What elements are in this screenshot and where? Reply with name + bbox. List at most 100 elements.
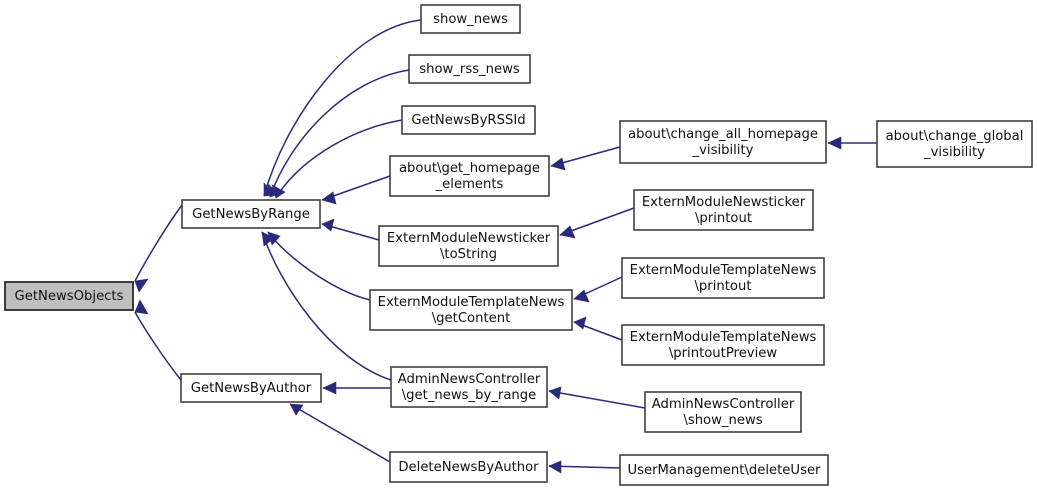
node-getnewsbyauthor[interactable]: GetNewsByAuthor xyxy=(180,373,322,403)
node-label: \getContent xyxy=(432,311,511,326)
node-externmoduletemplatenews-printoutpreview[interactable]: ExternModuleTemplateNews\printoutPreview xyxy=(621,324,825,366)
node-externmodulenewsticker-tostring[interactable]: ExternModuleNewsticker\toString xyxy=(378,225,559,267)
node-label: _visibility xyxy=(923,145,985,160)
node-label: \toString xyxy=(440,247,497,262)
edges-layer xyxy=(134,19,877,474)
node-label: \printoutPreview xyxy=(669,346,778,361)
node-label: GetNewsByRange xyxy=(192,207,310,222)
node-label: show_rss_news xyxy=(419,62,520,77)
edge-n5-to-n1 xyxy=(271,119,403,199)
node-box[interactable] xyxy=(633,189,814,231)
node-label: show_news xyxy=(433,12,508,27)
node-label: UserManagement\deleteUser xyxy=(628,463,822,478)
arrowhead-icon xyxy=(573,316,587,330)
node-about-change-global-visibility[interactable]: about\change_global_visibility xyxy=(876,120,1033,168)
edge-n8-to-n1 xyxy=(267,231,371,301)
node-label: \printout xyxy=(695,211,752,226)
node-box[interactable] xyxy=(876,120,1033,168)
arrowhead-icon xyxy=(548,386,562,400)
node-externmoduletemplatenews-printout[interactable]: ExternModuleTemplateNews\printout xyxy=(621,257,825,299)
node-show-news[interactable]: show_news xyxy=(420,4,521,34)
node-adminnewscontroller-show-news[interactable]: AdminNewsController\show_news xyxy=(644,391,802,433)
node-label: about\change_all_homepage xyxy=(628,127,818,142)
node-show-rss-news[interactable]: show_rss_news xyxy=(408,54,531,84)
node-box[interactable] xyxy=(390,366,548,408)
node-label: about\change_global xyxy=(886,129,1024,144)
node-box[interactable] xyxy=(408,54,531,84)
edge-n10-to-n2 xyxy=(289,403,391,463)
edge-line xyxy=(263,19,422,197)
edge-n11-to-n6 xyxy=(550,146,621,171)
edge-line xyxy=(275,119,403,199)
node-label: \get_news_by_range xyxy=(402,388,537,403)
arrowhead-icon xyxy=(134,278,149,293)
node-getnewsobjects[interactable]: GetNewsObjects xyxy=(4,281,134,311)
node-label: ExternModuleTemplateNews xyxy=(630,263,817,278)
node-label: AdminNewsController xyxy=(398,372,541,387)
node-label: GetNewsObjects xyxy=(15,289,124,304)
node-externmoduletemplatenews-getcontent[interactable]: ExternModuleTemplateNews\getContent xyxy=(369,289,573,331)
edge-n12-to-n7 xyxy=(559,207,635,239)
edge-n15-to-n9 xyxy=(548,386,646,409)
edge-line xyxy=(134,311,182,381)
node-label: _visibility xyxy=(692,143,754,158)
arrowhead-icon xyxy=(573,289,590,303)
node-getnewsbyrssid[interactable]: GetNewsByRSSId xyxy=(401,105,536,135)
edge-n7-to-n1 xyxy=(321,218,380,241)
node-label: \printout xyxy=(694,279,751,294)
edge-n13-to-n8 xyxy=(573,276,623,303)
edge-line xyxy=(548,390,646,409)
node-usermanagement-deleteuser[interactable]: UserManagement\deleteUser xyxy=(619,454,829,486)
edge-n9-to-n1 xyxy=(261,231,392,381)
edge-line xyxy=(267,231,371,301)
edge-n16-to-n10 xyxy=(548,460,621,474)
edge-n17-to-n11 xyxy=(827,136,877,150)
node-label: _elements xyxy=(435,177,504,192)
edge-line xyxy=(289,403,391,463)
arrowhead-icon xyxy=(827,136,842,150)
node-label: GetNewsByAuthor xyxy=(191,381,312,396)
node-box[interactable] xyxy=(401,105,536,135)
node-label: GetNewsByRSSId xyxy=(411,113,525,128)
node-box[interactable] xyxy=(621,324,825,366)
node-box[interactable] xyxy=(420,4,521,34)
edge-line xyxy=(134,204,183,282)
node-label: ExternModuleTemplateNews xyxy=(378,295,565,310)
edge-line xyxy=(269,69,410,198)
node-deletenewsbyauthor[interactable]: DeleteNewsByAuthor xyxy=(389,451,548,483)
edge-n1-to-n0 xyxy=(134,204,183,293)
node-box[interactable] xyxy=(389,451,548,483)
node-externmodulenewsticker-printout[interactable]: ExternModuleNewsticker\printout xyxy=(633,189,814,231)
arrowhead-icon xyxy=(261,231,275,247)
node-label: DeleteNewsByAuthor xyxy=(398,460,539,475)
node-box[interactable] xyxy=(619,120,827,164)
edge-n14-to-n8 xyxy=(573,316,623,341)
edge-line xyxy=(559,207,635,236)
node-label: ExternModuleNewsticker xyxy=(642,195,806,210)
nodes-layer: GetNewsObjects GetNewsByRangeGetNewsByAut… xyxy=(4,4,1033,486)
node-box[interactable] xyxy=(181,199,321,229)
node-box[interactable] xyxy=(644,391,802,433)
node-box[interactable] xyxy=(619,454,829,486)
node-getnewsbyrange[interactable]: GetNewsByRange xyxy=(181,199,321,229)
edge-n2-to-n0 xyxy=(134,299,182,381)
arrowhead-icon xyxy=(559,225,576,239)
edge-line xyxy=(261,231,392,381)
node-about-change-all-homepage-visibility[interactable]: about\change_all_homepage_visibility xyxy=(619,120,827,164)
node-box[interactable] xyxy=(369,289,573,331)
node-box[interactable] xyxy=(4,281,134,311)
arrowhead-icon xyxy=(548,460,562,474)
node-box[interactable] xyxy=(389,155,550,197)
node-box[interactable] xyxy=(621,257,825,299)
node-label: ExternModuleTemplateNews xyxy=(630,330,817,345)
node-label: AdminNewsController xyxy=(652,397,795,412)
node-box[interactable] xyxy=(180,373,322,403)
node-adminnewscontroller-get-news-by-range[interactable]: AdminNewsController\get_news_by_range xyxy=(390,366,548,408)
node-about-get-homepage-elements[interactable]: about\get_homepage_elements xyxy=(389,155,550,197)
node-label: ExternModuleNewsticker xyxy=(387,231,551,246)
node-box[interactable] xyxy=(378,225,559,267)
edge-n9-to-n2 xyxy=(322,381,391,395)
arrowhead-icon xyxy=(550,157,566,171)
